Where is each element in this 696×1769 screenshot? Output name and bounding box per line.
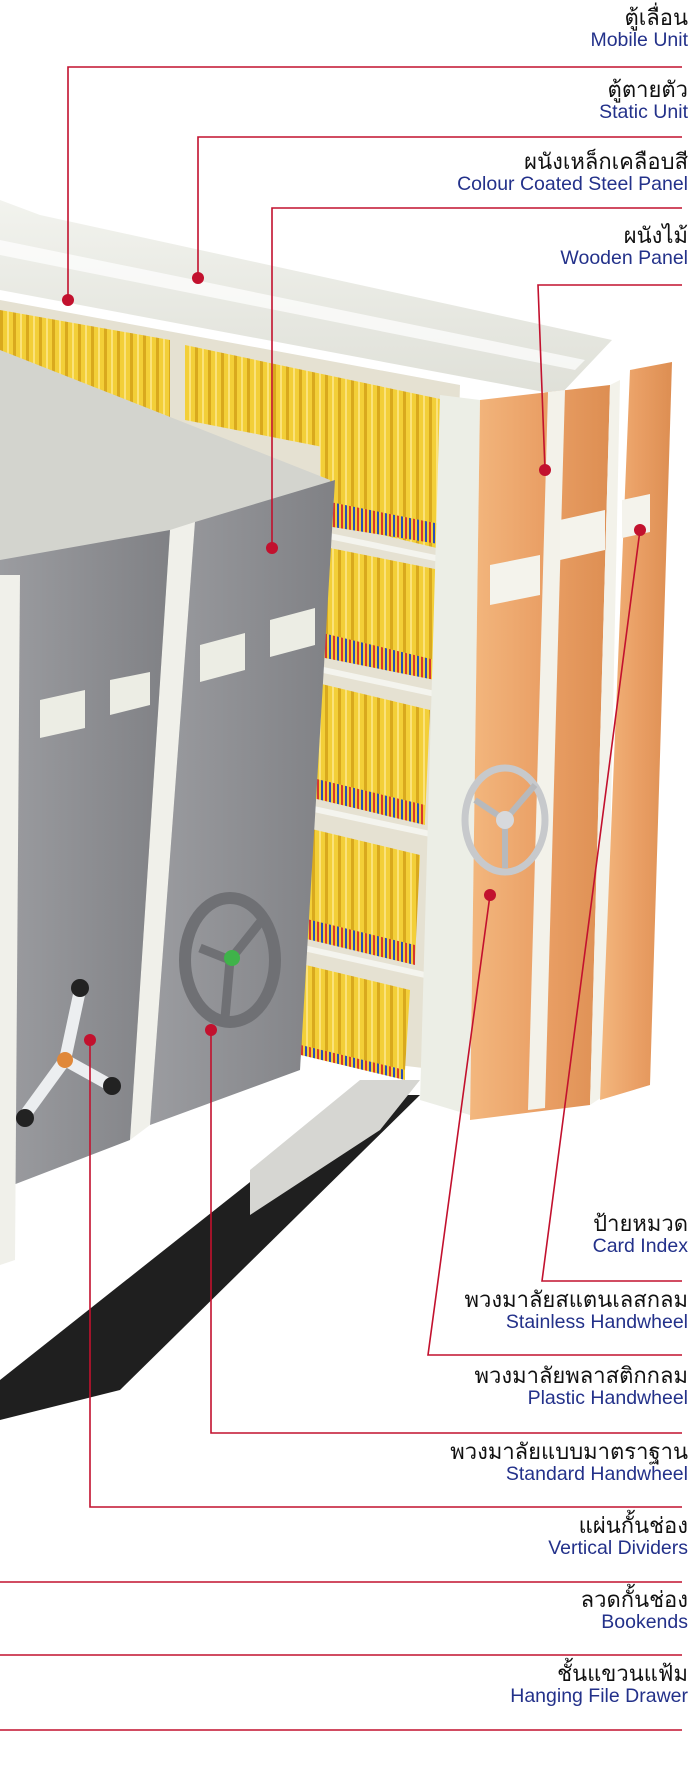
label-english: Static Unit: [599, 102, 688, 123]
label-english: Mobile Unit: [590, 30, 688, 51]
label-thai: ตู้ตายตัว: [599, 78, 688, 102]
label-card-index: ป้ายหมวด Card Index: [593, 1212, 688, 1257]
label-english: Bookends: [581, 1612, 688, 1633]
label-english: Vertical Dividers: [548, 1538, 688, 1559]
label-hanging-file-drawer: ชั้นแขวนแฟ้ม Hanging File Drawer: [510, 1662, 688, 1707]
label-english: Card Index: [593, 1236, 688, 1257]
label-stainless-handwheel: พวงมาลัยสแตนเลสกลม Stainless Handwheel: [465, 1288, 689, 1333]
label-standard-handwheel: พวงมาลัยแบบมาตราฐาน Standard Handwheel: [450, 1440, 688, 1485]
label-static-unit: ตู้ตายตัว Static Unit: [599, 78, 688, 123]
label-thai: ลวดกั้นช่อง: [581, 1588, 688, 1612]
label-thai: แผ่นกั้นช่อง: [548, 1514, 688, 1538]
label-plastic-handwheel: พวงมาลัยพลาสติกกลม Plastic Handwheel: [474, 1364, 688, 1409]
label-thai: ชั้นแขวนแฟ้ม: [510, 1662, 688, 1686]
label-thai: ป้ายหมวด: [593, 1212, 688, 1236]
label-thai: พวงมาลัยสแตนเลสกลม: [465, 1288, 689, 1312]
label-thai: ตู้เลื่อน: [590, 6, 688, 30]
label-thai: ผนังไม้: [560, 224, 688, 248]
label-wooden-panel: ผนังไม้ Wooden Panel: [560, 224, 688, 269]
label-english: Colour Coated Steel Panel: [457, 174, 688, 195]
label-colour-coated-steel-panel: ผนังเหล็กเคลือบสี Colour Coated Steel Pa…: [457, 150, 688, 195]
label-thai: พวงมาลัยแบบมาตราฐาน: [450, 1440, 688, 1464]
label-mobile-unit: ตู้เลื่อน Mobile Unit: [590, 6, 688, 51]
label-english: Stainless Handwheel: [465, 1312, 689, 1333]
label-vertical-dividers: แผ่นกั้นช่อง Vertical Dividers: [548, 1514, 688, 1559]
label-thai: ผนังเหล็กเคลือบสี: [457, 150, 688, 174]
label-english: Plastic Handwheel: [474, 1388, 688, 1409]
label-bookends: ลวดกั้นช่อง Bookends: [581, 1588, 688, 1633]
label-english: Wooden Panel: [560, 248, 688, 269]
label-english: Standard Handwheel: [450, 1464, 688, 1485]
label-thai: พวงมาลัยพลาสติกกลม: [474, 1364, 688, 1388]
label-english: Hanging File Drawer: [510, 1686, 688, 1707]
